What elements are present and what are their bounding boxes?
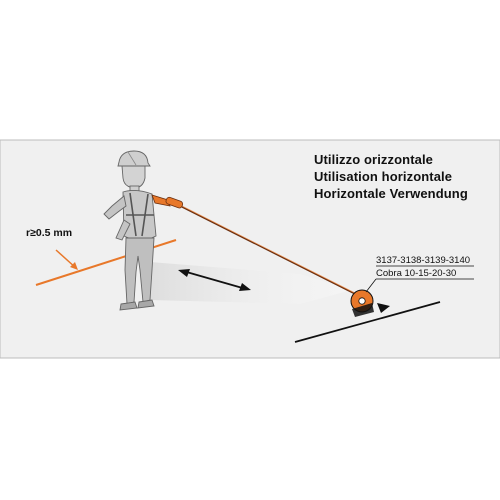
title-german: Horizontale Verwendung: [314, 186, 468, 201]
worker-head: [121, 165, 146, 189]
title-french: Utilisation horizontale: [314, 169, 453, 184]
movement-arrow-head-right: [239, 283, 251, 291]
retractor-bracket: [352, 303, 374, 317]
worker-arm: [103, 195, 127, 220]
anchor-beam: [294, 301, 441, 343]
ground-shadow: [150, 262, 352, 304]
anchor-direction-arrow: [377, 303, 390, 313]
helmet-icon: [117, 150, 151, 167]
worker-legs: [124, 237, 155, 305]
movement-arrow-head-left: [178, 269, 190, 277]
worker-shoes: [119, 299, 155, 311]
radius-label: r≥0.5 mm: [26, 227, 73, 239]
lifeline-cable-highlight: [181, 205, 356, 294]
energy-absorber: [165, 196, 184, 209]
radius-arrow-head: [70, 262, 78, 270]
dorsal-connector: [151, 194, 171, 207]
movement-arrow: [182, 270, 247, 290]
title-italian: Utilizzo orizzontale: [314, 152, 433, 167]
background-panel: [0, 139, 500, 359]
worker-lower-arm: [115, 219, 131, 241]
model-product-name: Cobra 10-15-20-30: [376, 268, 457, 279]
harness-straps: [126, 192, 154, 237]
label-leader: [365, 278, 377, 293]
lifeline-cable: [181, 206, 356, 295]
model-reference-numbers: 3137-3138-3139-3140: [376, 255, 471, 266]
worker-figure: [103, 150, 157, 311]
retractor-hub: [358, 297, 366, 305]
